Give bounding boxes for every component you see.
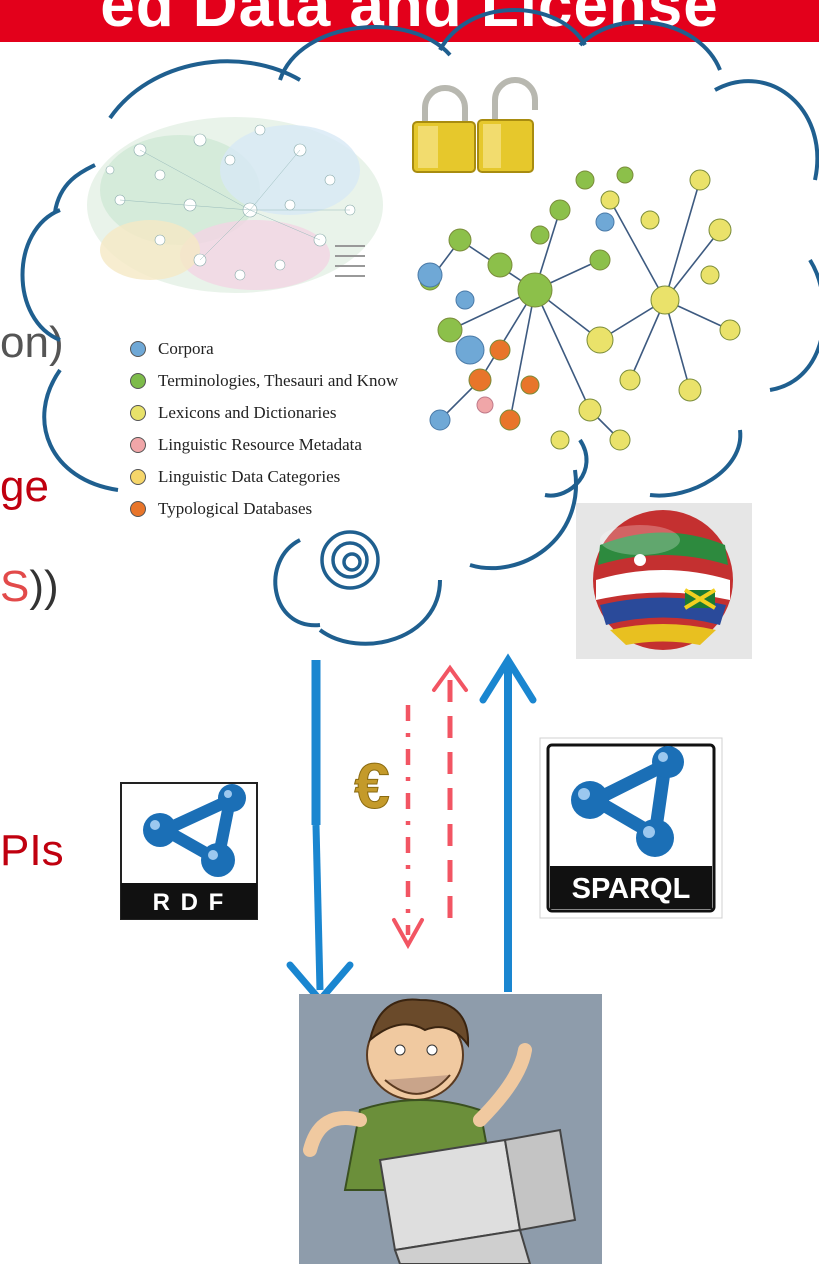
text-fragment-ge: ge — [0, 462, 49, 511]
legend-dot — [130, 469, 146, 485]
rdf-logo-label: R D F — [153, 889, 226, 916]
legend-dot — [130, 501, 146, 517]
cloud-outline — [20, 8, 819, 646]
legend-item-data-categories: Linguistic Data Categories — [130, 464, 340, 490]
flag-globe-image — [576, 503, 752, 659]
legend-dot — [130, 341, 146, 357]
cloud-swirl — [320, 530, 380, 590]
legend-label: Corpora — [158, 339, 214, 358]
text-fragment-pis: PIs — [0, 826, 64, 875]
legend-dot — [130, 437, 146, 453]
down-arrow — [286, 660, 354, 1006]
legend-label: Linguistic Resource Metadata — [158, 435, 362, 454]
legend-item-corpora: Corpora — [130, 336, 214, 362]
padlocks-image — [412, 77, 538, 173]
rdf-logo: R D F — [120, 782, 258, 920]
legend-label: Typological Databases — [158, 499, 313, 518]
legend-dot — [130, 373, 146, 389]
ontology-graph-image — [87, 117, 383, 293]
dashed-up-arrow — [432, 664, 468, 920]
legend-label: Lexicons and Dictionaries — [158, 403, 337, 422]
text-fragment-parens: )) — [29, 562, 59, 611]
dash-dot-down-arrow — [392, 705, 424, 950]
legend-item-metadata: Linguistic Resource Metadata — [130, 432, 362, 458]
linked-data-cloud-graph — [417, 166, 741, 451]
sparql-logo: SPARQL — [539, 737, 723, 919]
legend-label: Linguistic Data Categories — [158, 467, 341, 486]
legend-dot — [130, 405, 146, 421]
legend-item-lexicons: Lexicons and Dictionaries — [130, 400, 336, 426]
legend-label: Terminologies, Thesauri and Know — [158, 371, 399, 390]
text-fragment-on: on) — [0, 318, 64, 367]
sparql-logo-label: SPARQL — [572, 873, 691, 905]
text-fragment-s-letter: S — [0, 562, 30, 611]
title-banner: ed Data and License — [0, 0, 819, 42]
legend-item-typological: Typological Databases — [130, 496, 312, 522]
euro-symbol: € — [354, 750, 390, 822]
frustrated-user-image — [299, 994, 602, 1264]
up-arrow — [479, 653, 537, 992]
legend-item-terminologies: Terminologies, Thesauri and Know — [130, 368, 398, 394]
text-fragment-s: S)) — [0, 562, 59, 612]
